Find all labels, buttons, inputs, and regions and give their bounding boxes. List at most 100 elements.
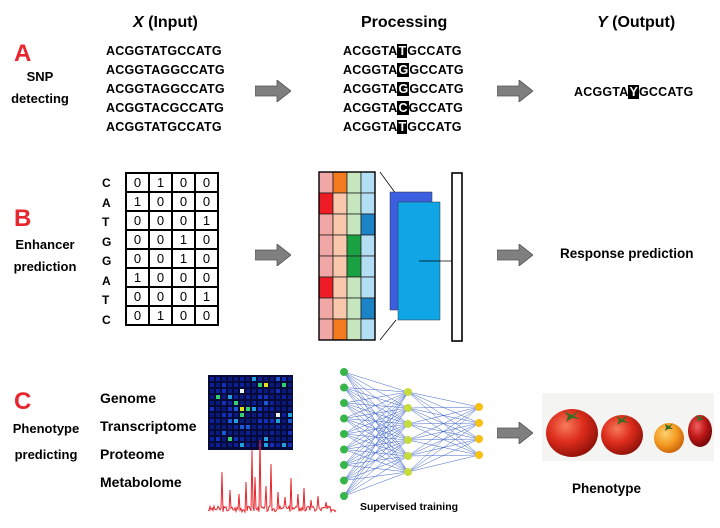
microarray-spot xyxy=(216,389,220,393)
seq-pre: ACGGTA xyxy=(343,101,398,115)
omics-item: Genome xyxy=(100,390,157,406)
microarray-spot xyxy=(264,419,268,423)
nn-node xyxy=(404,436,412,444)
nn-node xyxy=(340,399,348,407)
cnn-cell xyxy=(318,276,334,299)
cnn-cell xyxy=(332,171,348,194)
microarray-spot xyxy=(252,425,256,429)
nn-node xyxy=(340,368,348,376)
cnn-cell xyxy=(332,255,348,278)
microarray-spot xyxy=(270,419,274,423)
microarray-spot xyxy=(222,389,226,393)
cnn-cell xyxy=(318,213,334,236)
microarray-spot xyxy=(216,419,220,423)
microarray-spot xyxy=(234,431,238,435)
microarray-spot xyxy=(264,401,268,405)
cnn-input-grid xyxy=(318,171,376,341)
microarray-spot xyxy=(282,389,286,393)
matrix-cell: 1 xyxy=(171,248,196,269)
tomato-stem xyxy=(564,410,580,422)
cnn-cell xyxy=(346,192,362,215)
cnn-cell xyxy=(346,171,362,194)
seq-pre: ACGGTA xyxy=(343,120,398,134)
microarray-spot xyxy=(246,407,250,411)
matrix-cell: 0 xyxy=(171,210,196,231)
matrix-cell: 0 xyxy=(171,267,196,288)
microarray-spot xyxy=(222,377,226,381)
microarray-spot xyxy=(240,401,244,405)
microarray-spot xyxy=(282,401,286,405)
microarray-spot xyxy=(258,419,262,423)
cnn-cell xyxy=(360,234,376,257)
microarray-spot xyxy=(210,389,214,393)
microarray-spot xyxy=(264,383,268,387)
matrix-cell: 0 xyxy=(148,267,173,288)
snp-input-seq: ACGGTATGCCATG xyxy=(106,120,222,134)
microarray-spot xyxy=(264,437,268,441)
matrix-cell: 0 xyxy=(148,229,173,250)
microarray-spot xyxy=(252,437,256,441)
snp-proc-seq: ACGGTACGCCATG xyxy=(343,99,464,118)
nn-edge xyxy=(343,423,409,497)
microarray-spot xyxy=(252,443,256,447)
matrix-cell: 0 xyxy=(148,286,173,307)
nn-edge xyxy=(407,454,480,473)
tomato-medium xyxy=(601,415,643,455)
nn-node xyxy=(475,451,483,459)
microarray-spot xyxy=(246,401,250,405)
microarray-spot xyxy=(222,437,226,441)
seq-highlight: G xyxy=(397,82,410,96)
microarray-spot xyxy=(246,389,250,393)
microarray-spot xyxy=(240,437,244,441)
cnn-cell xyxy=(318,171,334,194)
seq-post: GCCATG xyxy=(408,101,464,115)
microarray-spot xyxy=(246,443,250,447)
microarray-spot xyxy=(240,419,244,423)
nn-edge xyxy=(407,406,480,425)
nn-edge xyxy=(407,391,480,408)
microarray-spot xyxy=(240,389,244,393)
matrix-cell: 0 xyxy=(148,248,173,269)
nn-edge xyxy=(407,406,480,409)
microarray-spot xyxy=(216,407,220,411)
microarray-spot xyxy=(276,377,280,381)
microarray-image xyxy=(208,375,293,450)
seq-post: GCCATG xyxy=(407,44,462,58)
microarray-spot xyxy=(276,395,280,399)
microarray-spot xyxy=(264,377,268,381)
matrix-cell: 0 xyxy=(171,305,196,326)
microarray-spot xyxy=(270,431,274,435)
microarray-spot xyxy=(234,377,238,381)
microarray-spot xyxy=(288,395,292,399)
snp-proc-seq: ACGGTAGGCCATG xyxy=(343,80,464,99)
microarray-spot xyxy=(246,419,250,423)
microarray-spot xyxy=(246,377,250,381)
nn-edge xyxy=(343,387,409,393)
microarray-spot xyxy=(210,437,214,441)
row-a-label: SNP detecting xyxy=(10,66,70,110)
microarray-spot xyxy=(252,401,256,405)
tomato-stem xyxy=(616,415,629,425)
microarray-spot xyxy=(288,425,292,429)
matrix-cell: 0 xyxy=(171,286,196,307)
microarray-spot xyxy=(282,419,286,423)
microarray-spot xyxy=(216,425,220,429)
microarray-spot xyxy=(210,401,214,405)
microarray-spot xyxy=(270,401,274,405)
microarray-spot xyxy=(228,401,232,405)
nn-node xyxy=(404,404,412,412)
nn-edge xyxy=(343,391,409,497)
seq-pre: ACGGTA xyxy=(343,44,398,58)
base-label: G xyxy=(102,254,112,268)
microarray-spot xyxy=(234,383,238,387)
microarray-spot xyxy=(282,437,286,441)
matrix-cell: 1 xyxy=(194,286,219,307)
seq-post: GCCATG xyxy=(409,63,464,77)
microarray-spot xyxy=(288,413,292,417)
microarray-spot xyxy=(282,425,286,429)
microarray-spot xyxy=(234,419,238,423)
microarray-spot xyxy=(228,419,232,423)
microarray-spot xyxy=(252,383,256,387)
tomato-stem xyxy=(665,423,673,431)
